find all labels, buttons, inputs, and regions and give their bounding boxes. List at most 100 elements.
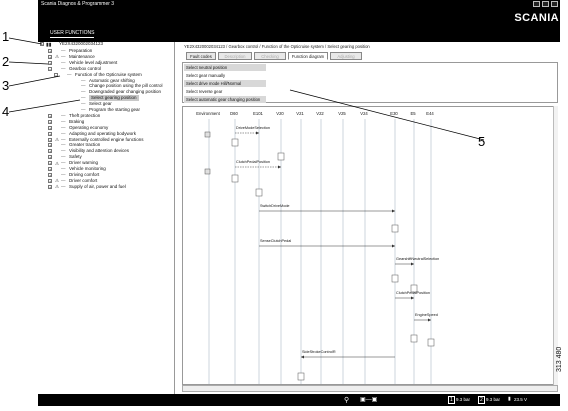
horizontal-scrollbar[interactable] — [182, 385, 558, 392]
warning-icon: ⚠ — [55, 184, 60, 190]
tab-function-diagram[interactable]: Function diagram — [288, 52, 328, 60]
activation-box — [410, 284, 418, 293]
search-icon[interactable]: ⚲ — [344, 397, 350, 404]
lane-label: E44 — [426, 111, 434, 116]
maximize-button[interactable] — [542, 1, 549, 7]
connection-icon: ▣—▣ — [360, 397, 378, 403]
warning-icon: ⚠ — [55, 54, 60, 60]
expand-icon[interactable]: + — [48, 49, 52, 54]
activation-box — [255, 188, 263, 197]
window-title: Scania Diagnos & Programmer 3 — [41, 1, 115, 7]
tree-item-label: Function of the Opticruise system — [75, 71, 142, 77]
message-label: SideStrokeControlR — [302, 350, 336, 354]
tree-connector: — — [81, 107, 86, 112]
arrow-head — [411, 296, 414, 300]
callout-3: 3 — [2, 78, 10, 93]
expand-icon[interactable]: + — [48, 131, 52, 137]
expand-icon[interactable]: + — [48, 137, 52, 143]
step-item[interactable]: Select gear manually — [186, 73, 226, 78]
expand-icon[interactable]: + — [48, 149, 52, 155]
callout-2: 2 — [2, 54, 10, 69]
user-functions-tab[interactable]: USER FUNCTIONS — [50, 30, 95, 38]
sequence-diagram — [204, 119, 435, 384]
expand-icon[interactable]: + — [48, 167, 52, 172]
activation-box — [277, 152, 285, 161]
tree-item-label: Vehicle monitoring — [69, 166, 106, 171]
callout-line-5 — [289, 89, 485, 141]
expand-icon[interactable]: + — [48, 143, 52, 149]
arrow-head — [278, 165, 281, 169]
note-icon[interactable] — [204, 131, 211, 138]
message-label: EngineSpeed — [415, 313, 438, 317]
activation-box — [427, 338, 435, 347]
note-icon[interactable] — [204, 168, 211, 175]
tree-item-label: Supply of air, power and fuel — [69, 183, 126, 189]
callout-line-1 — [8, 37, 43, 45]
expand-icon[interactable]: + — [48, 54, 52, 60]
step-item[interactable]: Select drive mode Hill/Normal — [184, 80, 266, 87]
tree-item-label: Program the starting gear — [89, 107, 141, 112]
tree-connector: — — [81, 95, 86, 101]
tree-connector: — — [61, 160, 66, 166]
expand-icon[interactable]: + — [48, 172, 52, 178]
lane-label: E101 — [253, 111, 263, 116]
app-header — [38, 9, 560, 42]
lane-label: V24 — [360, 111, 368, 116]
step-item[interactable]: Select reverse gear — [186, 89, 223, 94]
tree-item-label: Downgraded gear changing position — [89, 89, 162, 95]
expand-icon[interactable]: + — [48, 113, 52, 119]
tree-connector: — — [61, 136, 66, 142]
tree-item-label: Externally controlled engine functions — [69, 136, 144, 142]
activation-box — [297, 372, 305, 381]
expand-icon[interactable]: + — [48, 178, 52, 184]
expand-icon[interactable]: + — [48, 161, 52, 167]
voltage-value: 23.5 V — [514, 397, 528, 402]
pressure2-value: 9.3 bar — [486, 397, 501, 402]
expand-icon[interactable]: + — [48, 125, 52, 131]
tree-connector: — — [61, 148, 66, 154]
expand-icon[interactable]: + — [48, 119, 52, 125]
tree-connector: — — [61, 130, 66, 136]
pressure1-icon: 1 — [448, 396, 455, 404]
tree-connector: — — [61, 177, 66, 183]
tab-description[interactable]: Description — [218, 52, 252, 60]
tree-connector: — — [61, 53, 66, 59]
arrow-head — [301, 355, 304, 359]
tree-item-label: Select gear — [89, 101, 112, 107]
lane-label: V20 — [276, 111, 284, 116]
callout-1: 1 — [2, 29, 10, 44]
tree-connector: — — [61, 171, 66, 177]
pressure1-value: 9.3 bar — [456, 397, 471, 402]
tree-item-label: Driving comfort — [69, 171, 100, 177]
close-button[interactable] — [551, 1, 558, 7]
minimize-button[interactable] — [533, 1, 540, 7]
message-label: ClutchPedalPosition — [396, 291, 430, 295]
vehicle-icon: ▮▮ — [46, 41, 52, 48]
step-item[interactable]: Select automatic gear changing position — [184, 96, 266, 103]
expand-icon[interactable]: − — [54, 72, 58, 78]
message-label: GearshiftNeutralSelection — [396, 257, 440, 261]
activation-box — [231, 138, 239, 147]
tree-item-label: Operating economy — [69, 124, 109, 130]
step-item[interactable]: Select neutral position — [184, 64, 266, 71]
tab-checking[interactable]: Checking — [254, 52, 286, 60]
message-label: DriveModeSelection — [236, 126, 270, 130]
expand-icon[interactable]: + — [48, 184, 52, 190]
tab-fault-codes[interactable]: Fault codes — [186, 52, 216, 60]
vertical-scrollbar[interactable] — [553, 106, 558, 385]
tree-connector: — — [61, 154, 66, 160]
arrow-head — [411, 262, 414, 266]
arrow-head — [392, 244, 395, 248]
tree-connector: — — [81, 89, 86, 95]
callout-4: 4 — [2, 104, 10, 119]
activation-box — [410, 334, 418, 343]
lane-label: V25 — [338, 111, 346, 116]
expand-icon[interactable]: + — [48, 60, 52, 66]
tab-adjusting[interactable]: Adjusting — [330, 52, 362, 60]
expand-icon[interactable]: + — [48, 155, 52, 161]
callout-line-4 — [8, 99, 81, 113]
expand-icon[interactable]: − — [48, 66, 52, 72]
lane-label: Environment — [196, 111, 220, 116]
